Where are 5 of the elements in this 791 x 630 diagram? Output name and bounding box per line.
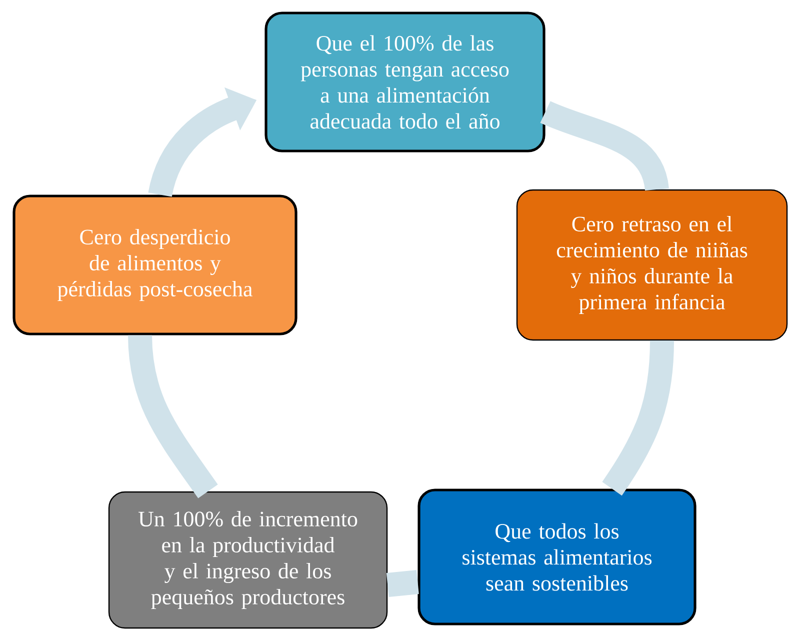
goal-box: Cero desperdicio de alimentos y pérdidas post-cosecha <box>12 194 298 336</box>
goal-box: Un 100% de incremento en la productividad y el ingreso de los pequeños productores <box>108 491 388 629</box>
goal-box: Que todos los sistemas alimentarios sean sostenibles <box>418 488 696 626</box>
goal-box: Cero retraso en el crecimiento de niiñas y niños durante la primera infancia <box>516 189 788 341</box>
goal-box: Que el 100% de las personas tengan acceso a una alimentación adecuada todo el año <box>264 12 546 152</box>
